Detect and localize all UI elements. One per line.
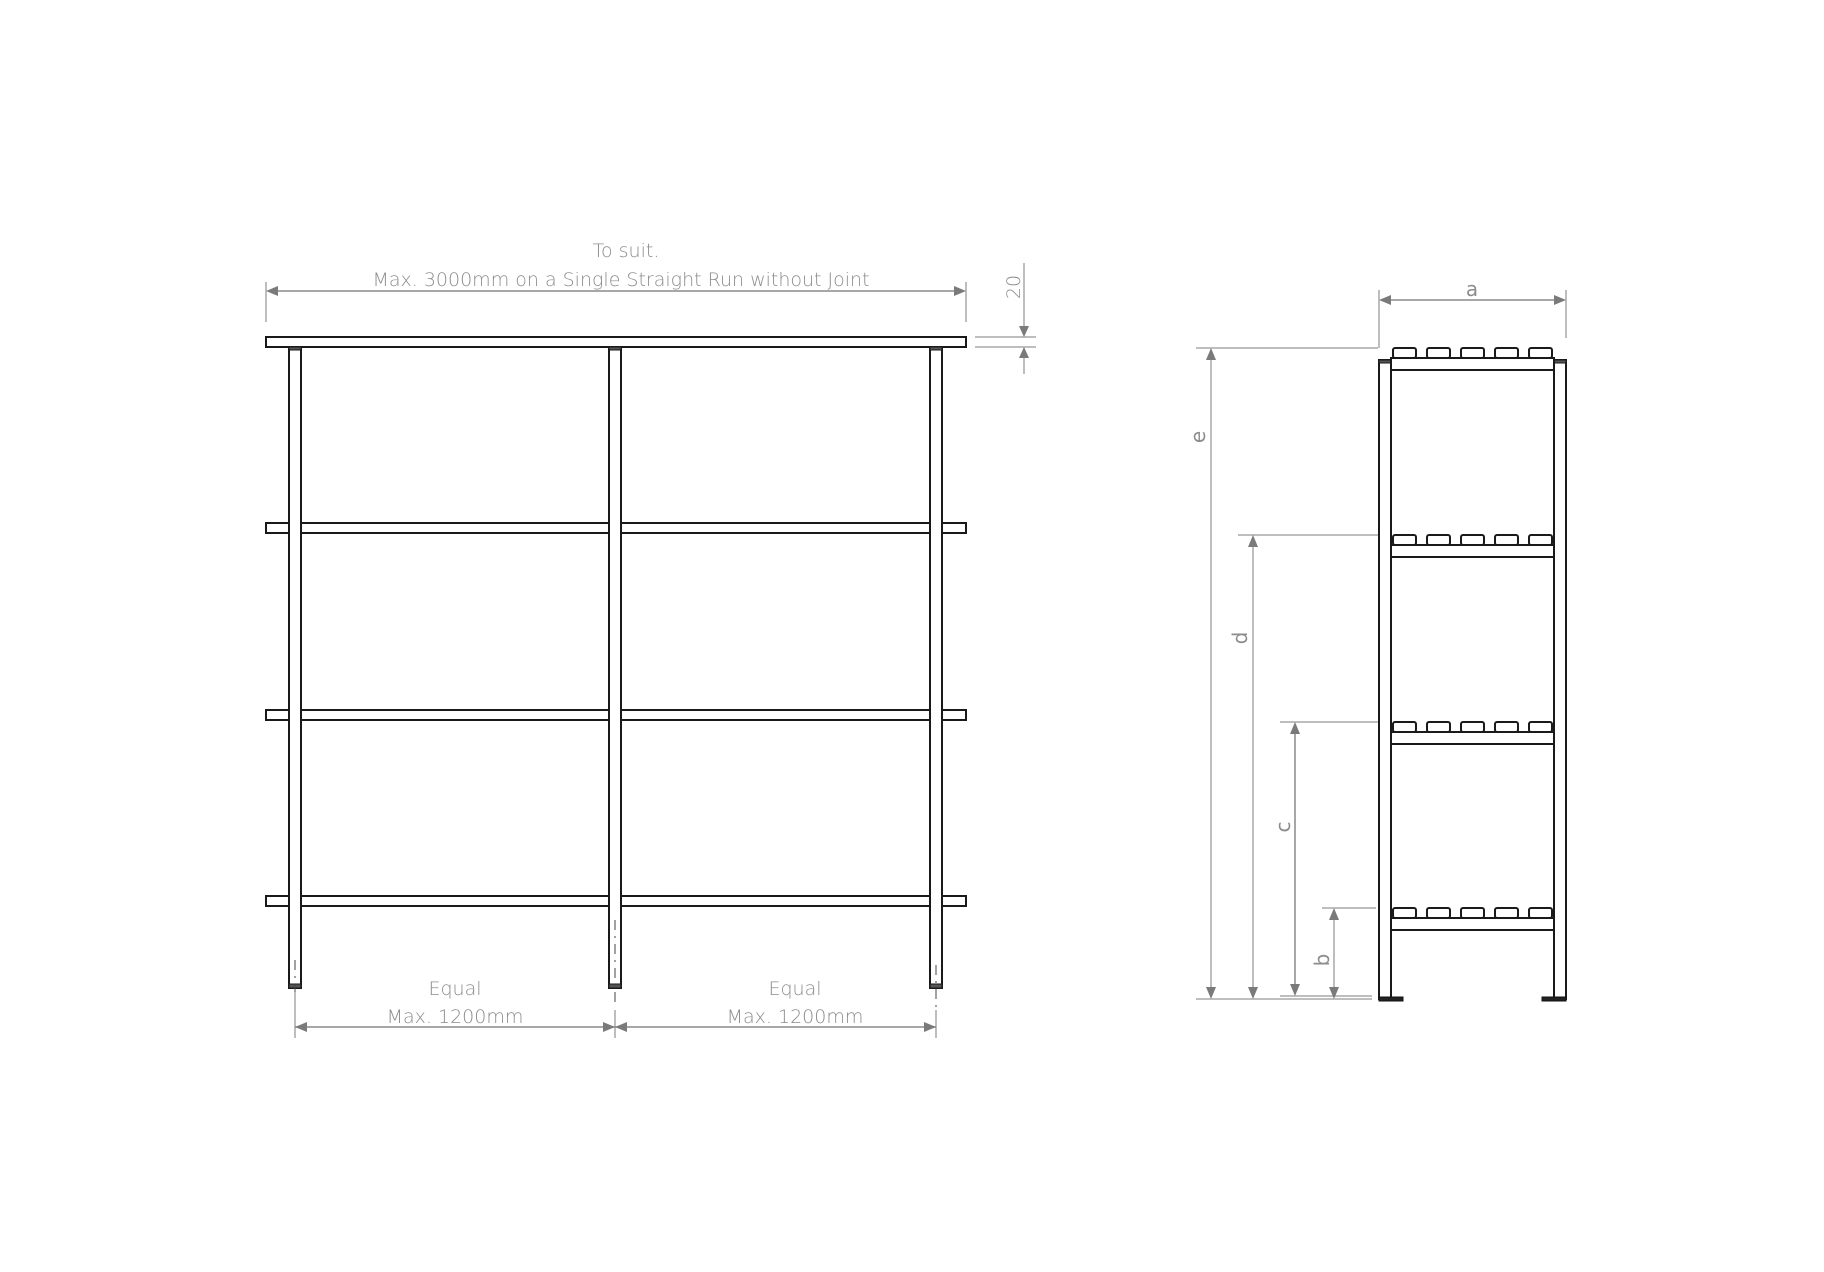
arrow-left-icon (1379, 295, 1391, 305)
side-level-top (1390, 347, 1555, 371)
bay-right-label-line1: Equal (768, 978, 821, 1000)
shelf-top (265, 336, 967, 348)
side-view: a (1186, 277, 1567, 1002)
bay-dimensions: Equal Max. 1200mm Equal Max. 1200mm (294, 978, 937, 1038)
arrow-right-icon (1554, 295, 1566, 305)
side-level-d (1390, 534, 1555, 558)
post-left (288, 346, 302, 1000)
arrow-right-icon (954, 286, 966, 296)
side-post-left (1378, 359, 1404, 1002)
arrow-up-icon (1019, 347, 1029, 358)
label-a: a (1466, 277, 1478, 301)
side-level-c (1390, 721, 1555, 745)
arrow-down-icon (1206, 987, 1216, 999)
overall-width-dimension: To suit. Max. 3000mm on a Single Straigh… (265, 240, 967, 322)
label-b: b (1310, 954, 1334, 967)
overall-width-label-line2: Max. 3000mm on a Single Straight Run wit… (372, 269, 869, 291)
bay-left-label-line2: Max. 1200mm (387, 1006, 524, 1028)
arrow-right-icon (603, 1022, 615, 1032)
label-e: e (1186, 431, 1210, 443)
arrow-down-icon (1290, 984, 1300, 996)
bay-left-label-line1: Equal (428, 978, 481, 1000)
front-view: To suit. Max. 3000mm on a Single Straigh… (265, 240, 1036, 1038)
arrow-down-icon (1019, 326, 1029, 337)
arrow-down-icon (1329, 987, 1339, 999)
label-d: d (1228, 632, 1252, 645)
foot-right (1541, 996, 1567, 1002)
shelf-thickness-dimension: 20 (975, 263, 1036, 374)
arrow-right-icon (924, 1022, 936, 1032)
label-c: c (1271, 822, 1295, 833)
side-post-right (1541, 359, 1567, 1002)
post-right (929, 346, 943, 1008)
foot-left (1378, 996, 1404, 1002)
depth-dimension-a: a (1378, 277, 1567, 348)
arrow-up-icon (1248, 535, 1258, 547)
arrow-up-icon (1329, 908, 1339, 920)
arrow-up-icon (1290, 722, 1300, 734)
arrow-left-icon (615, 1022, 627, 1032)
bay-right-label-line2: Max. 1200mm (727, 1006, 864, 1028)
arrow-left-icon (266, 286, 278, 296)
height-dimensions: e d c b (1186, 347, 1378, 1000)
post-middle (608, 346, 622, 1008)
shelf-thickness-label: 20 (1003, 275, 1025, 299)
side-level-b (1390, 907, 1555, 931)
arrow-down-icon (1248, 987, 1258, 999)
arrow-left-icon (295, 1022, 307, 1032)
overall-width-label-line1: To suit. (593, 240, 660, 262)
arrow-up-icon (1206, 348, 1216, 360)
